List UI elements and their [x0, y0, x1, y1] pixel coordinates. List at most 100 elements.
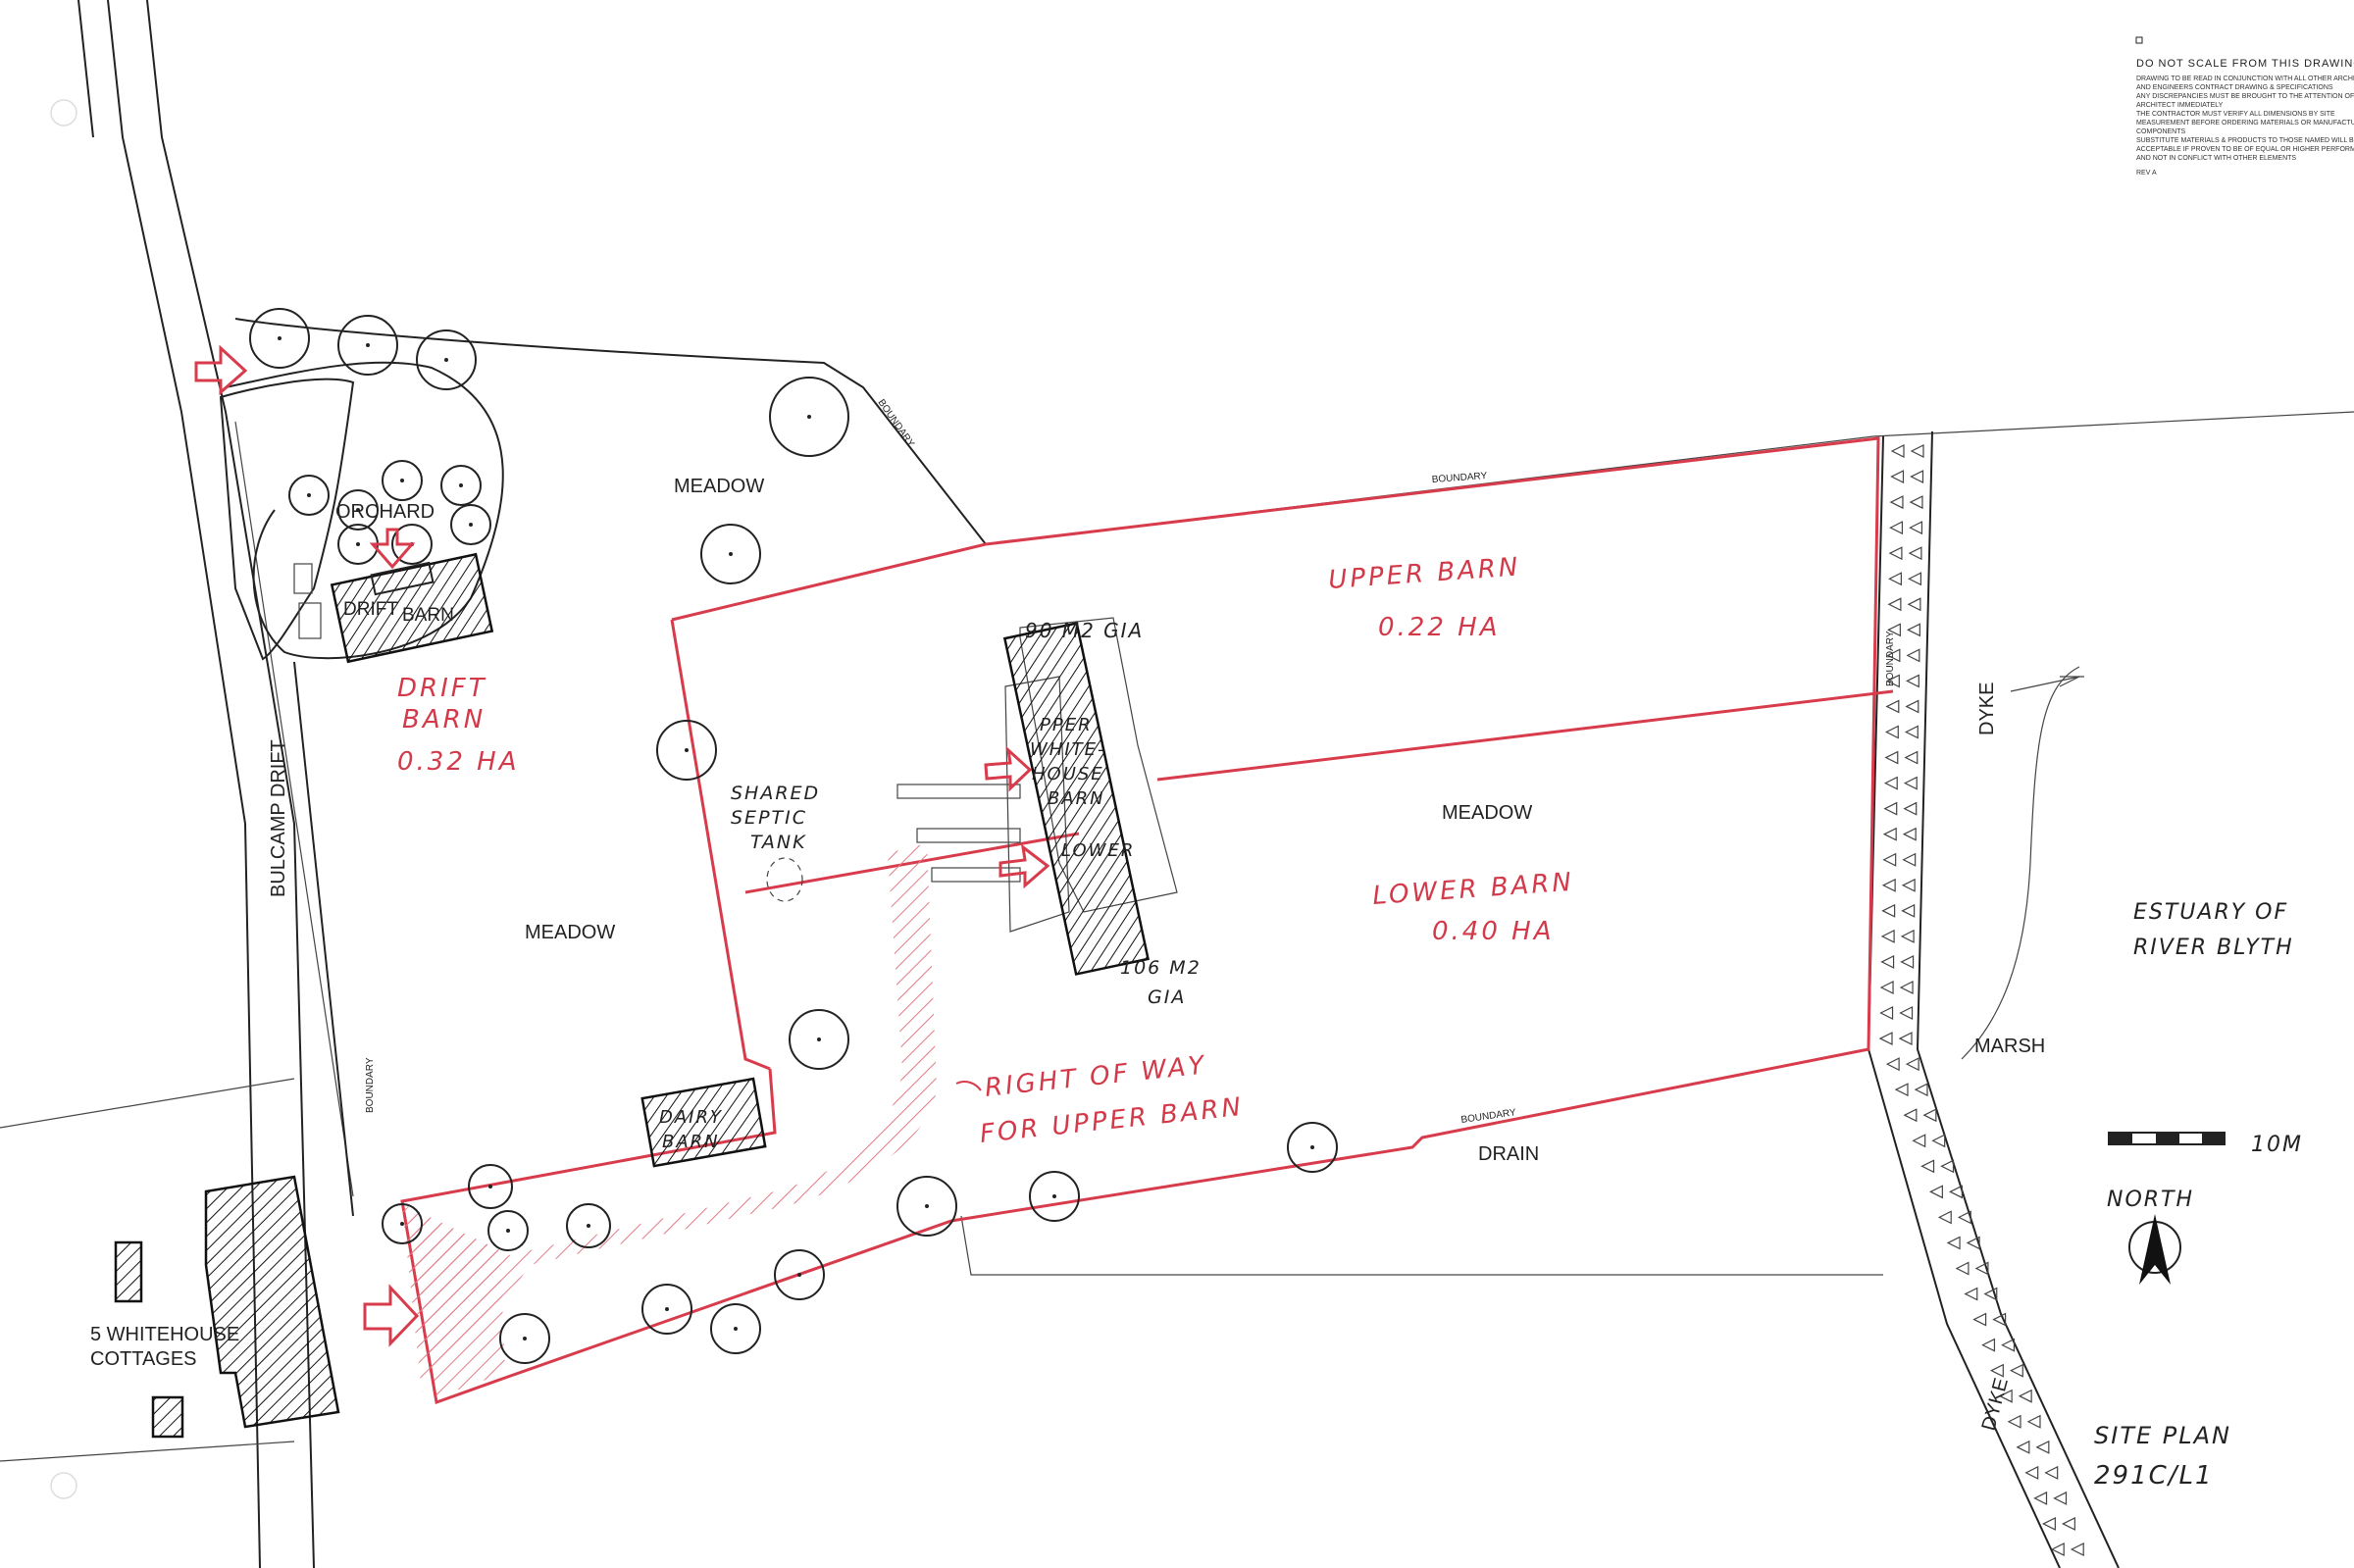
tree-icon	[337, 489, 379, 531]
dyke-triangle	[1890, 444, 1905, 458]
tree-icon	[487, 1210, 529, 1251]
dyke-triangle	[1909, 521, 1923, 535]
dyke-triangle	[1899, 1006, 1914, 1020]
dyke-triangle	[1894, 1083, 1909, 1097]
tree-center	[734, 1327, 738, 1331]
label-meadow-left: MEADOW	[525, 922, 615, 943]
dyke-triangle	[1904, 725, 1919, 739]
south-field-edge	[960, 1215, 1883, 1276]
tree-icon	[382, 1203, 423, 1244]
dyke-triangle	[1957, 1210, 1971, 1225]
tree-icon	[499, 1313, 550, 1364]
dyke-triangle	[1907, 597, 1921, 612]
drift-barn-area: 0.32 HA	[397, 747, 520, 777]
dyke-triangle	[1886, 648, 1901, 663]
dyke-triangle	[1880, 929, 1895, 943]
tree-icon	[566, 1203, 611, 1248]
dyke-triangle	[1889, 495, 1904, 510]
tree-center	[488, 1185, 492, 1189]
septic-tank-circle	[766, 857, 803, 902]
label-boundary-3: BOUNDARY	[1885, 631, 1896, 686]
dyke-triangle	[1908, 572, 1921, 586]
label-dyke-bottom: DYKE	[1978, 1376, 2013, 1433]
dyke-triangle	[1904, 750, 1919, 765]
tree-icon	[288, 475, 330, 516]
label-boundary-2: BOUNDARY	[1431, 471, 1487, 485]
sheet-number: 291C/L1	[2094, 1461, 2214, 1491]
septic-line-2: SEPTIC	[731, 807, 807, 829]
tree-center	[925, 1204, 929, 1208]
dyke-triangle	[1885, 699, 1900, 714]
dyke-triangle	[1964, 1287, 1978, 1301]
label-drift-barn-building-b: BARN	[402, 605, 454, 626]
arrow-drift-barn	[369, 528, 416, 570]
dyke-triangle	[1910, 470, 1924, 484]
dyke-triangle	[1881, 878, 1896, 892]
dyke-triangle	[1883, 776, 1898, 790]
cottage-boundary-north	[0, 1078, 295, 1129]
tree-center	[665, 1307, 669, 1311]
dyke-triangle	[1890, 470, 1905, 484]
tree-center	[307, 493, 311, 497]
tree-icon	[641, 1284, 692, 1335]
dyke-triangle	[1920, 1159, 1935, 1174]
cottage-building	[204, 1175, 340, 1429]
dyke-triangle	[2070, 1543, 2084, 1556]
tree-icon	[896, 1176, 957, 1237]
tree-center	[278, 336, 281, 340]
tree-icon	[769, 377, 849, 457]
dyke-triangle	[1902, 852, 1917, 867]
dyke-triangle	[2033, 1491, 2048, 1505]
dyke-triangle	[1882, 827, 1897, 841]
access-arrows	[194, 344, 1050, 1347]
tree-center	[366, 343, 370, 347]
dyke-triangle	[1879, 981, 1894, 994]
dyke-triangle	[1940, 1159, 1955, 1174]
estuary-line-1: ESTUARY OF	[2133, 900, 2288, 925]
notes-line: AND NOT IN CONFLICT WITH OTHER ELEMENTS	[2136, 155, 2296, 162]
dyke-triangle	[1907, 623, 1920, 637]
right-of-way-2: FOR UPPER BARN	[979, 1092, 1246, 1149]
arrow-lower-barn	[998, 843, 1050, 889]
dyke-triangle	[1878, 1032, 1893, 1046]
drawing-notes: DO NOT SCALE FROM THIS DRAWING DRAWING T…	[2135, 36, 2354, 177]
label-orchard: ORCHARD	[335, 501, 435, 523]
label-meadow-right: MEADOW	[1442, 802, 1532, 824]
dyke-triangle	[1937, 1210, 1952, 1225]
lower-barn-area: 0.40 HA	[1432, 917, 1555, 946]
dyke-triangle	[1914, 1083, 1928, 1097]
dairy-barn-building	[640, 1077, 767, 1168]
dyke-triangle	[2062, 1516, 2075, 1531]
cottage-boundary-south	[0, 1441, 295, 1462]
dyke-triangle	[1955, 1261, 1970, 1276]
tree-center	[400, 479, 404, 482]
dyke-triangle	[1906, 648, 1920, 663]
tree-icon	[789, 1009, 849, 1070]
dyke-triangle	[1974, 1261, 1989, 1276]
dyke-triangle	[1903, 1108, 1918, 1123]
tree-center	[1052, 1194, 1056, 1198]
barn-label-lower: LOWER	[1061, 840, 1135, 861]
dyke-triangle	[2044, 1465, 2059, 1480]
label-road: BULCAMP DRIFT	[268, 739, 289, 897]
trees	[249, 308, 1338, 1364]
right-of-way-leader	[955, 1081, 982, 1091]
entrance-hatch	[407, 1206, 505, 1397]
label-meadow-top: MEADOW	[674, 476, 764, 497]
dyke-triangle	[1884, 725, 1899, 739]
tree-center	[817, 1037, 821, 1041]
tree-icon	[468, 1164, 513, 1209]
punch-hole-top	[50, 99, 77, 126]
label-cottages-2: COTTAGES	[90, 1348, 197, 1370]
dyke-triangle	[1885, 1057, 1900, 1072]
tree-icon	[391, 524, 433, 565]
river-bank-line	[2010, 676, 2080, 692]
scale-bar: 10M	[2108, 1132, 2301, 1157]
upper-barn-name: UPPER BARN	[1327, 552, 1521, 595]
notes-line: SUBSTITUTE MATERIALS & PRODUCTS TO THOSE…	[2136, 137, 2354, 144]
upper-barn-area: 0.22 HA	[1378, 613, 1501, 642]
tree-icon	[249, 308, 310, 369]
arrow-upper-barn	[984, 746, 1033, 792]
label-dyke-top: DYKE	[1976, 683, 1998, 735]
